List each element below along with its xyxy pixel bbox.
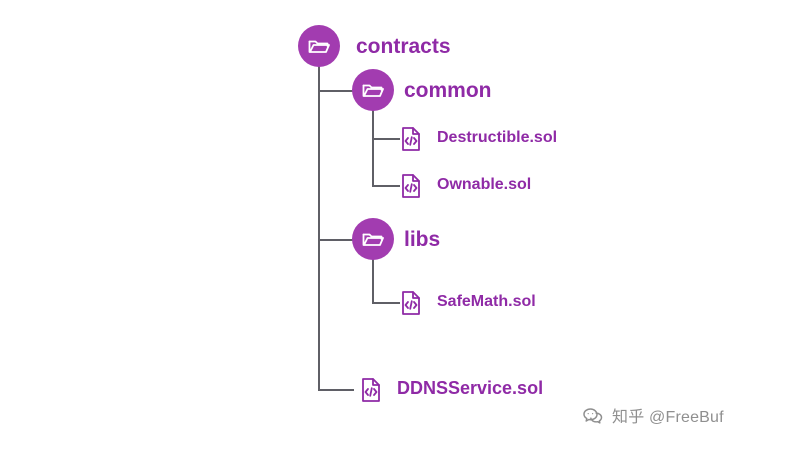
folder-open-icon bbox=[362, 84, 384, 97]
tree-connector-ownable-branch bbox=[372, 185, 400, 187]
wechat-icon bbox=[583, 408, 603, 424]
common-label: common bbox=[404, 79, 492, 102]
tree-connector-destructible-branch bbox=[372, 138, 400, 140]
watermark: 知乎 @FreeBuf bbox=[582, 404, 724, 426]
code-file-icon bbox=[362, 378, 380, 402]
tree-connector-libs-branch bbox=[318, 239, 354, 241]
folder-open-icon bbox=[308, 40, 330, 53]
ddnsservice-file-icon bbox=[361, 377, 381, 403]
safemath-label: SafeMath.sol bbox=[437, 293, 536, 310]
tree-connector-root-vertical bbox=[318, 64, 320, 390]
tree-connector-ddnsservice-branch bbox=[318, 389, 354, 391]
libs-folder-node bbox=[352, 218, 394, 260]
contracts-label: contracts bbox=[356, 35, 451, 58]
code-file-icon bbox=[402, 174, 420, 198]
destructible-file-icon bbox=[401, 126, 421, 152]
safemath-file-icon bbox=[401, 290, 421, 316]
watermark-text: 知乎 @FreeBuf bbox=[612, 409, 724, 426]
contracts-folder-node bbox=[298, 25, 340, 67]
tree-connector-libs-vertical bbox=[372, 259, 374, 304]
code-file-icon bbox=[402, 291, 420, 315]
ddnsservice-label: DDNSService.sol bbox=[397, 378, 544, 398]
code-file-icon bbox=[402, 127, 420, 151]
tree-connector-common-vertical bbox=[372, 110, 374, 186]
folder-open-icon bbox=[362, 233, 384, 246]
ownable-file-icon bbox=[401, 173, 421, 199]
libs-label: libs bbox=[404, 228, 441, 251]
tree-connector-common-branch bbox=[318, 90, 354, 92]
ownable-label: Ownable.sol bbox=[437, 176, 532, 193]
common-folder-node bbox=[352, 69, 394, 111]
tree-connector-safemath-branch bbox=[372, 302, 400, 304]
destructible-label: Destructible.sol bbox=[437, 129, 558, 146]
